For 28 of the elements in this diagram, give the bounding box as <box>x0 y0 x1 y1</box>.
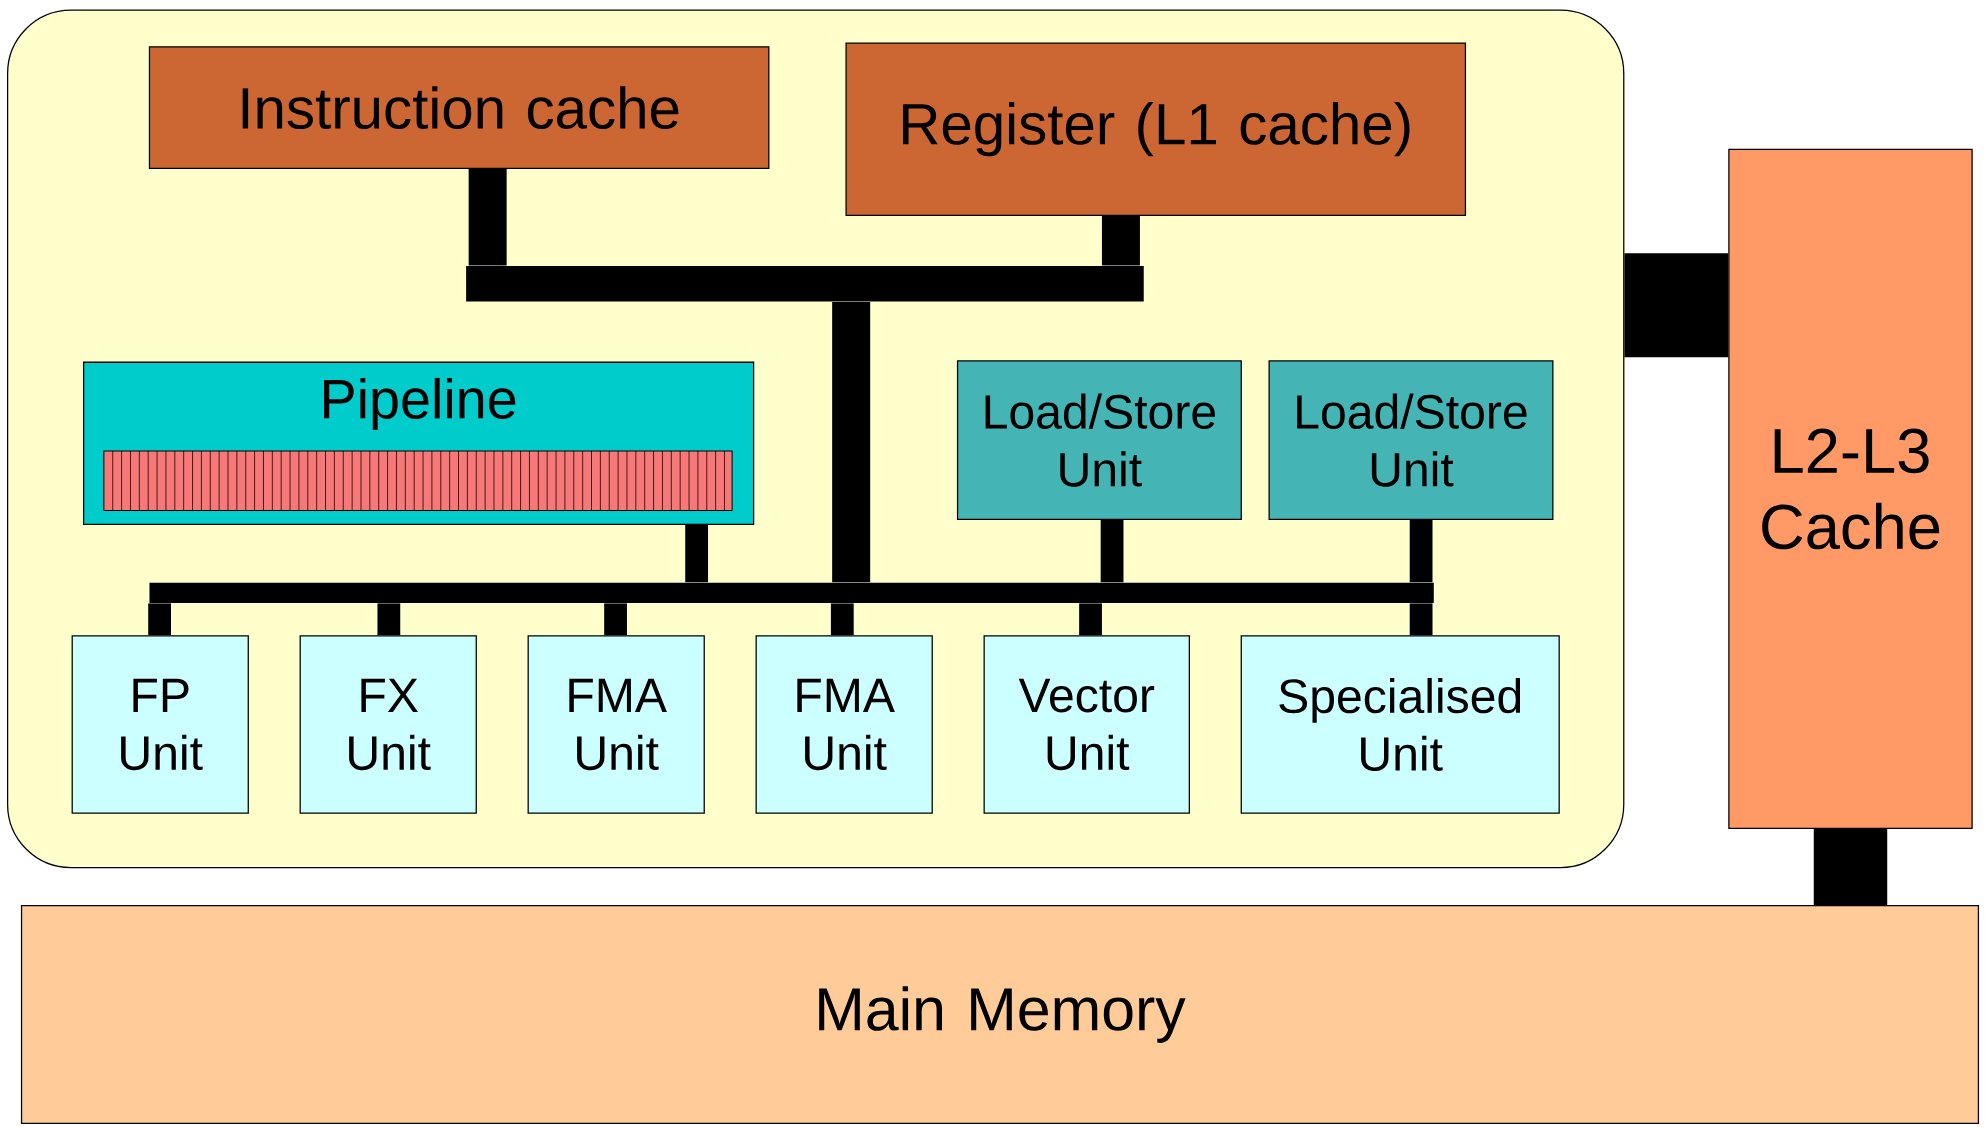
unit-box: Load/Store Unit <box>1268 360 1554 520</box>
connector <box>832 301 871 582</box>
cache-box: L2-L3 Cache <box>1728 148 1973 829</box>
bus-bar <box>466 265 1144 302</box>
unit-box: FMA Unit <box>527 635 705 814</box>
connector <box>377 603 401 636</box>
unit-box: FMA Unit <box>755 635 933 814</box>
unit-box: FX Unit <box>299 635 477 814</box>
connector <box>1101 215 1140 266</box>
bus-bar <box>149 582 1434 603</box>
unit-box: Load/Store Unit <box>956 360 1242 520</box>
connector <box>685 524 709 582</box>
connector <box>830 603 854 636</box>
memory-box: Main Memory <box>20 904 1980 1124</box>
unit-box: Vector Unit <box>983 635 1190 814</box>
connector <box>1624 253 1729 358</box>
register-box: Register (L1 cache) <box>845 42 1467 216</box>
connector <box>1409 519 1433 582</box>
connector <box>468 168 507 266</box>
connector <box>148 603 171 636</box>
connector <box>604 603 627 636</box>
unit-box: Specialised Unit <box>1240 635 1560 814</box>
unit-box: FP Unit <box>71 635 249 814</box>
connector <box>1079 603 1102 636</box>
cache-box: Instruction cache <box>148 46 770 169</box>
connector <box>1100 519 1124 582</box>
connector <box>1409 603 1433 636</box>
connector <box>1813 828 1888 905</box>
